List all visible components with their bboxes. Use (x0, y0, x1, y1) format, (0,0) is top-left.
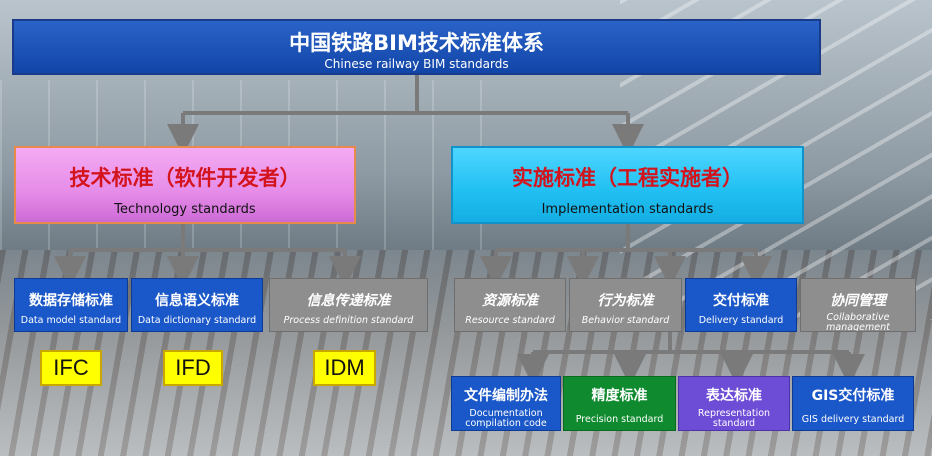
representation-standard-node: 表达标准 Representation standard (678, 376, 790, 431)
node-label-cn: 信息传递标准 (306, 293, 391, 309)
node-label-en: GIS delivery standard (801, 414, 905, 425)
node-label-cn: 交付标准 (713, 293, 769, 309)
node-label-cn: 数据存储标准 (29, 293, 113, 309)
technology-standards-node: 技术标准（软件开发者） Technology standards (14, 146, 356, 224)
root-title: 中国铁路BIM技术标准体系 (289, 31, 544, 55)
ifc-label: IFC (40, 350, 102, 386)
technology-subtitle: Technology standards (114, 202, 256, 217)
node-label-en: Collaborative management (826, 312, 890, 332)
implementation-subtitle: Implementation standards (541, 202, 714, 217)
data-model-standard-node: 数据存储标准 Data model standard (14, 278, 128, 332)
ifd-label: IFD (163, 350, 223, 386)
resource-standard-node: 资源标准 Resource standard (454, 278, 566, 332)
precision-standard-node: 精度标准 Precision standard (563, 376, 676, 431)
technology-title: 技术标准（软件开发者） (69, 166, 301, 190)
node-label-en: Representation standard (697, 408, 771, 429)
process-definition-standard-node: 信息传递标准 Process definition standard (269, 278, 428, 332)
node-label-en: Process definition standard (283, 315, 414, 326)
node-label-cn: 文件编制办法 (464, 388, 548, 404)
node-label-en: Documentation compilation code (465, 408, 547, 429)
node-label-cn: 表达标准 (706, 388, 762, 404)
node-label-cn: 资源标准 (482, 293, 538, 309)
node-label-cn: 精度标准 (591, 388, 648, 404)
node-label-en: Resource standard (465, 315, 555, 326)
node-label-en: Data dictionary standard (137, 315, 257, 326)
node-label-en: Precision standard (575, 414, 664, 425)
collaborative-management-node: 协同管理 Collaborative management (800, 278, 916, 332)
implementation-standards-node: 实施标准（工程实施者） Implementation standards (451, 146, 804, 224)
node-label-cn: 协同管理 (830, 293, 886, 309)
implementation-title: 实施标准（工程实施者） (512, 166, 743, 190)
data-dictionary-standard-node: 信息语义标准 Data dictionary standard (131, 278, 263, 332)
root-subtitle: Chinese railway BIM standards (324, 57, 509, 71)
root-node: 中国铁路BIM技术标准体系 Chinese railway BIM standa… (12, 19, 821, 75)
gis-delivery-standard-node: GIS交付标准 GIS delivery standard (792, 376, 914, 431)
node-label-cn: 信息语义标准 (155, 293, 239, 309)
node-label-en: Delivery standard (698, 315, 784, 326)
node-label-cn: 行为标准 (597, 293, 654, 309)
node-label-en: Data model standard (20, 315, 122, 326)
documentation-code-node: 文件编制办法 Documentation compilation code (451, 376, 561, 431)
idm-label: IDM (313, 350, 376, 386)
node-label-cn: GIS交付标准 (811, 388, 895, 404)
node-label-en: Behavior standard (581, 315, 670, 326)
behavior-standard-node: 行为标准 Behavior standard (569, 278, 682, 332)
delivery-standard-node: 交付标准 Delivery standard (685, 278, 797, 332)
